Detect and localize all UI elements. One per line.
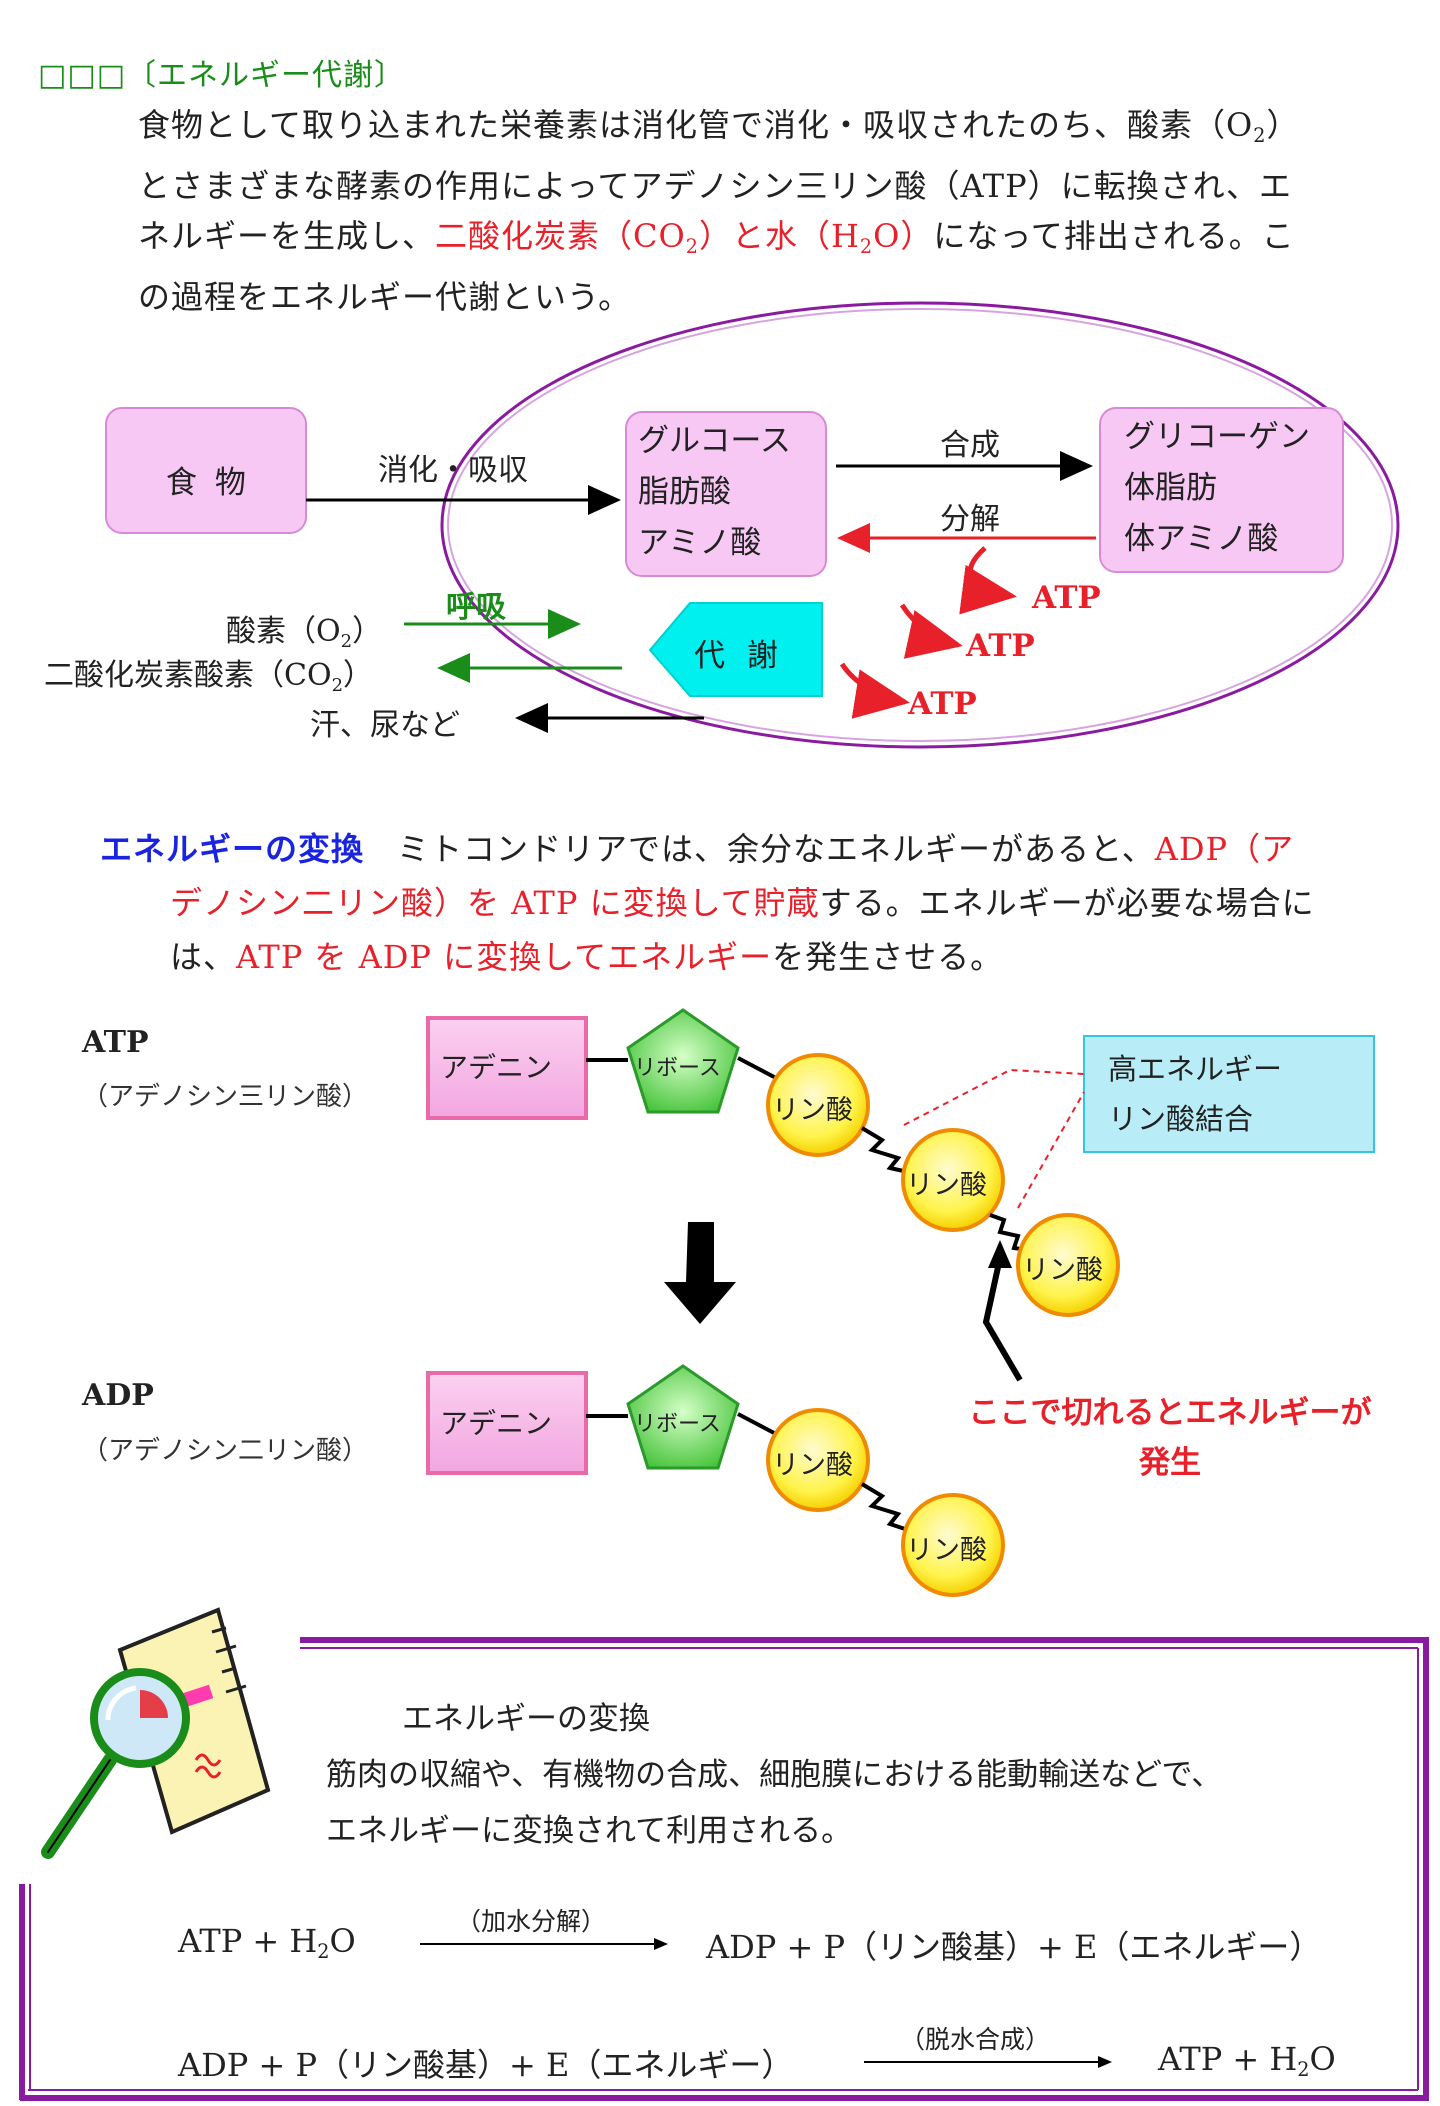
atp-label-3: ATP — [908, 686, 977, 722]
atp-subheading: （アデノシン三リン酸） — [82, 1082, 369, 1112]
metabolism-shape — [648, 602, 823, 697]
food-box — [105, 407, 307, 534]
phosphate-3-atp — [1016, 1213, 1120, 1317]
ribose-label-atp: リボース — [634, 1056, 721, 1081]
note-body: 筋肉の収縮や、有機物の合成、細胞膜における能動輸送などで、 エネルギーに変換され… — [326, 1757, 1223, 1849]
pool-item: 脂肪酸 — [638, 474, 731, 510]
storage-item: 体脂肪 — [1124, 470, 1217, 506]
equation-1-right: ADP + P（リン酸基）+ E（エネルギー） — [706, 1928, 1322, 1966]
high-energy-bond-1 — [860, 1126, 909, 1174]
adenine-box-adp — [426, 1371, 588, 1475]
cell-boundary-ellipse — [440, 301, 1400, 749]
phosphate-label: リン酸 — [906, 1170, 987, 1201]
phosphate-2-atp — [901, 1128, 1005, 1232]
phosphate-label: リン酸 — [1022, 1255, 1103, 1286]
respiration-label: 呼吸 — [446, 590, 506, 625]
storage-item: 体アミノ酸 — [1124, 521, 1279, 557]
bond-callout-box — [1083, 1035, 1375, 1153]
adenine-box-atp — [426, 1016, 588, 1120]
pool-item: アミノ酸 — [638, 525, 762, 561]
atp-label-2: ATP — [966, 628, 1035, 664]
metabolism-diagram — [105, 301, 1400, 749]
atp-heading: ATP — [82, 1025, 149, 1060]
phosphate-label: リン酸 — [906, 1535, 987, 1566]
phosphate-1-adp — [766, 1408, 870, 1512]
equation-2-left: ADP + P（リン酸基）+ E（エネルギー） — [178, 2046, 794, 2084]
note-frame — [19, 1607, 1429, 2101]
phosphate-1-atp — [766, 1053, 870, 1157]
high-energy-bond-2 — [989, 1213, 1029, 1252]
intro-paragraph: 食物として取り込まれた栄養素は消化管で消化・吸収されたのち、酸素（O2） とさま… — [138, 100, 1408, 322]
ribose-pentagon-adp — [626, 1364, 740, 1470]
intro-line-4: の過程をエネルギー代謝という。 — [138, 278, 632, 316]
co2-label: 二酸化炭素酸素（CO2） — [44, 658, 374, 696]
atp-label-1: ATP — [1032, 580, 1101, 616]
intro-line-1: 食物として取り込まれた栄養素は消化管で消化・吸収されたのち、酸素（O2） — [138, 106, 1300, 147]
equation-2-right: ATP + H2O — [1158, 2040, 1336, 2081]
conversion-line-1: エネルギーの変換 ミトコンドリアでは、余分なエネルギーがあると、ADP（ア — [100, 830, 1295, 868]
ribose-label-adp: リボース — [634, 1412, 721, 1437]
equation-1-label: （加水分解） — [456, 1907, 607, 1936]
adenine-label-atp: アデニン — [440, 1051, 553, 1084]
metabolism-label: 代 謝 — [694, 638, 784, 674]
nutrient-pool-box — [625, 411, 827, 577]
pool-item: グルコース — [638, 423, 791, 459]
conversion-line-3: は、ATP を ADP に変換してエネルギーを発生させる。 — [170, 938, 1004, 976]
cut-arrow — [982, 1257, 1023, 1382]
down-arrow — [664, 1222, 736, 1324]
bond-callout-text: 高エネルギー リン酸結合 — [1108, 1052, 1283, 1136]
equation-2-label: （脱水合成） — [900, 2025, 1051, 2054]
decompose-label: 分解 — [940, 502, 1000, 537]
adp-heading: ADP — [82, 1378, 154, 1413]
atp-arrow-2 — [899, 603, 963, 659]
section-title: □□□〔エネルギー代謝〕 — [38, 58, 406, 93]
intro-line-2: とさまざまな酵素の作用によってアデノシン三リン酸（ATP）に転換され、エ — [138, 167, 1292, 205]
storage-box — [1099, 407, 1344, 573]
digest-label: 消化・吸収 — [378, 453, 528, 488]
ribose-pentagon-atp — [626, 1008, 740, 1114]
adp-subheading: （アデノシン二リン酸） — [82, 1436, 369, 1466]
magnifier-illustration-icon — [41, 1607, 271, 1859]
conversion-paragraph: エネルギーの変換 ミトコンドリアでは、余分なエネルギーがあると、ADP（ア デノ… — [100, 822, 1420, 984]
phosphate-label: リン酸 — [772, 1450, 853, 1481]
excretion-label: 汗、尿など — [310, 708, 460, 743]
food-label: 食 物 — [166, 465, 250, 501]
adenine-label-adp: アデニン — [440, 1407, 553, 1440]
note-title: エネルギーの変換 — [402, 1701, 650, 1737]
cut-annotation: ここで切れるとエネルギーが 発生 — [968, 1395, 1372, 1481]
atp-arrow-3 — [839, 662, 910, 719]
oxygen-label: 酸素（O2） — [226, 614, 383, 652]
intro-line-3: ネルギーを生成し、二酸化炭素（CO2）と水（H2O）になって排出される。こ — [138, 217, 1295, 258]
synthesis-label: 合成 — [940, 428, 1000, 463]
atp-arrow-1 — [959, 546, 1017, 615]
phosphate-label: リン酸 — [772, 1095, 853, 1126]
storage-item: グリコーゲン — [1124, 419, 1310, 455]
nutrient-pool-list: グルコース 脂肪酸 アミノ酸 — [638, 416, 791, 569]
atp-adp-diagram — [426, 1008, 1375, 1597]
equation-1-left: ATP + H2O — [178, 1922, 356, 1963]
conversion-line-2: デノシン二リン酸）を ATP に変換して貯蔵する。エネルギーが必要な場合に — [170, 884, 1315, 922]
phosphate-2-adp — [901, 1493, 1005, 1597]
storage-list: グリコーゲン 体脂肪 体アミノ酸 — [1124, 412, 1310, 565]
